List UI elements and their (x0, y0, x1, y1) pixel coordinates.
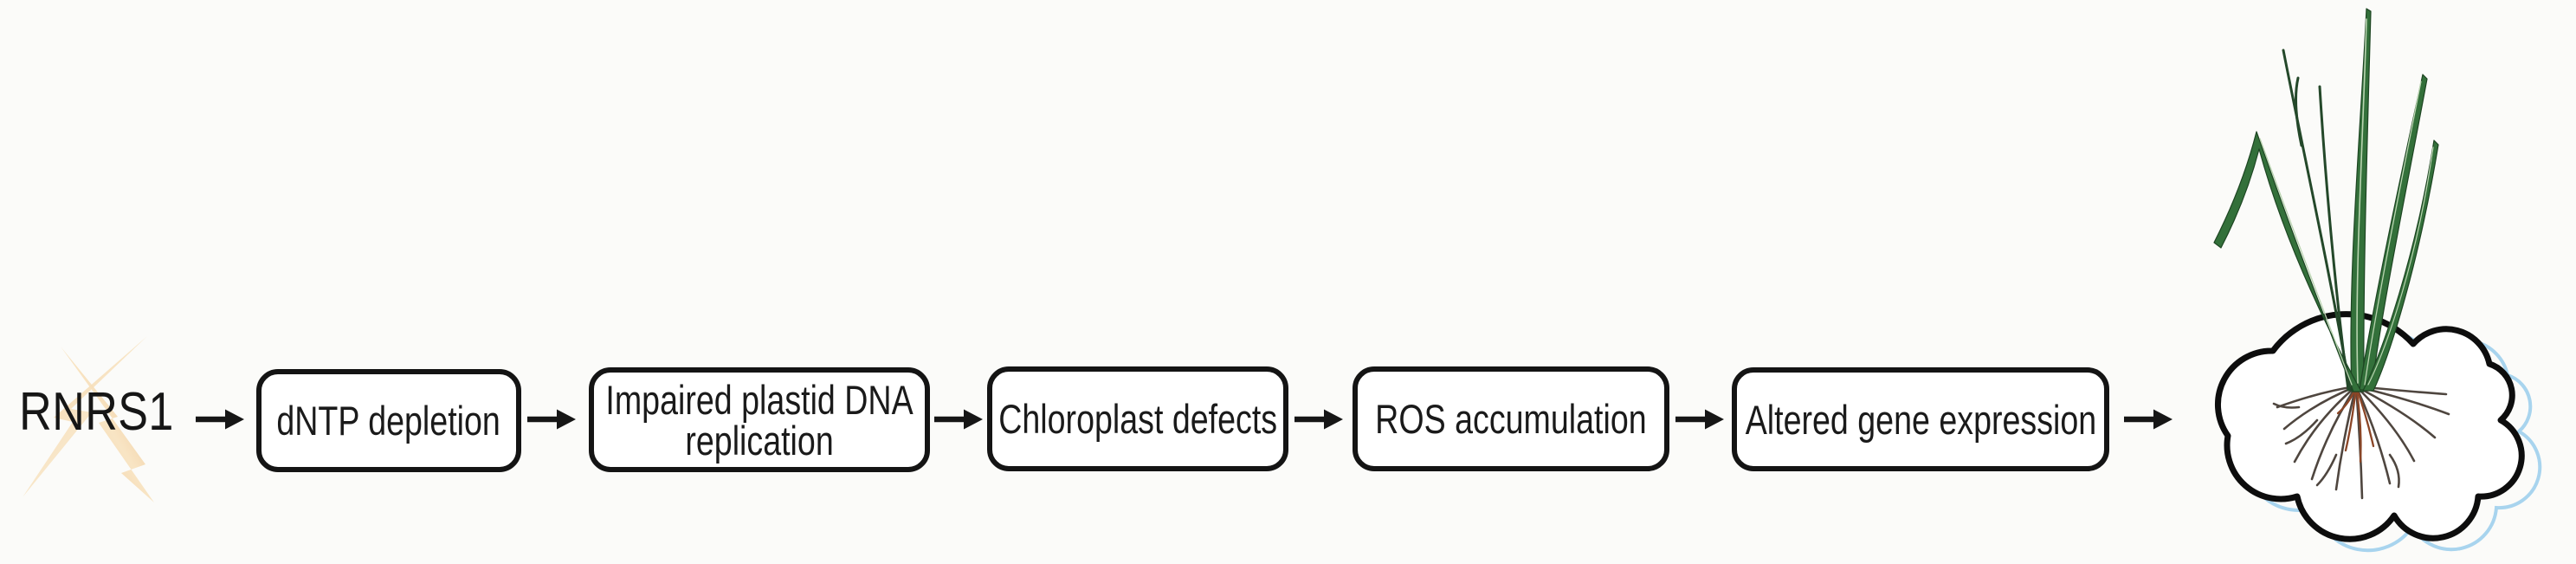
flow-arrow-icon (1675, 409, 1724, 430)
box-label: Altered gene expression (1745, 396, 2096, 443)
flow-step-dntp-depletion: dNTP depletion (256, 369, 521, 472)
box-label-line: Impaired plastid DNA (605, 376, 914, 423)
flow-arrow-icon (1294, 409, 1343, 430)
flow-step-impaired-plastid-dna-replication: Impaired plastid DNA replication (589, 367, 930, 472)
flow-arrow-icon (934, 409, 983, 430)
box-label: dNTP depletion (276, 398, 501, 444)
source-gene: RNRS1 (3, 327, 190, 505)
lightning-bolt-icon (23, 336, 154, 502)
flow-arrow-icon (196, 409, 244, 430)
flow-arrow-icon (527, 409, 576, 430)
flow-step-altered-gene-expression: Altered gene expression (1732, 367, 2109, 471)
flow-arrow-icon (2124, 409, 2172, 430)
plant-seedling-in-cloud-icon (2213, 8, 2542, 553)
box-label-line: replication (685, 417, 834, 464)
source-gene-label: RNRS1 (19, 382, 174, 442)
flow-step-chloroplast-defects: Chloroplast defects (987, 366, 1288, 471)
box-label: Impaired plastid DNA replication (605, 379, 913, 461)
plant-leaf-stripes (2259, 18, 2434, 386)
cloud-outline (2214, 311, 2525, 542)
plant-sprigs (2282, 49, 2352, 392)
box-label: Chloroplast defects (998, 396, 1277, 442)
flow-step-ros-accumulation: ROS accumulation (1353, 366, 1669, 471)
box-label: ROS accumulation (1375, 396, 1647, 442)
